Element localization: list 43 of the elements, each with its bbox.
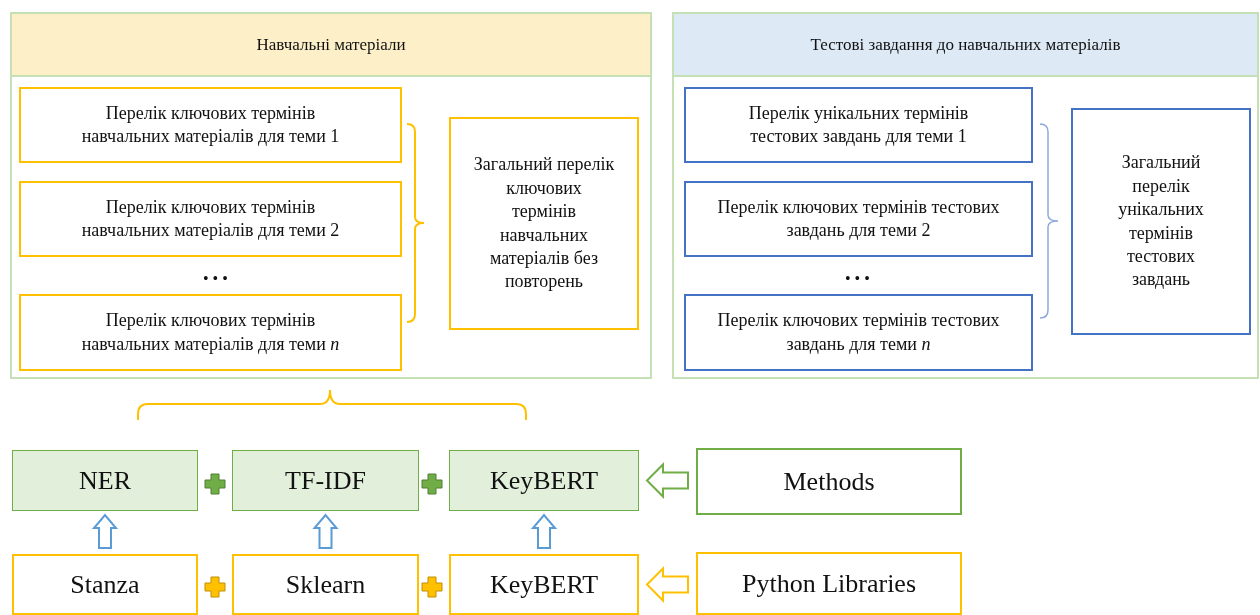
text-box (19, 87, 402, 163)
ellipsis-text: • • • (203, 270, 228, 288)
label-box (232, 450, 419, 511)
block-arrow (91, 513, 119, 549)
text-box (19, 294, 402, 371)
box-text: Загальний перелік ключових термінів навчальних матеріалів без повторень (472, 153, 616, 294)
ellipsis-text: • • • (845, 270, 870, 288)
box-text: Перелік унікальних термінів тестових завдань для теми 1 (747, 101, 970, 148)
panel-header: Навчальні матеріали (12, 14, 650, 77)
block-arrow (645, 462, 689, 499)
label-box (449, 554, 639, 615)
panel (10, 12, 652, 379)
box-text: Перелік ключових термінів тестових завдань для теми 2 (716, 195, 1001, 242)
box-text: Перелік ключових термінів тестових завдань для теми n (716, 309, 1001, 356)
block-arrow (530, 513, 558, 549)
box-text: Перелік ключових термінів навчальних матеріалів для теми 1 (80, 101, 341, 148)
box-label: Stanza (69, 568, 141, 601)
label-box (12, 450, 198, 511)
text-box (684, 294, 1033, 371)
label-box (232, 554, 419, 615)
text-box (684, 181, 1033, 257)
text-box (19, 181, 402, 257)
box-label: Sklearn (284, 568, 367, 601)
box-label: KeyBERT (488, 568, 600, 601)
label-box (696, 448, 962, 515)
box-label: Methods (782, 465, 876, 498)
box-label: TF-IDF (284, 464, 367, 497)
box-text: Загальний перелік унікальних термінів тестових завдань (1117, 151, 1205, 292)
block-arrow (312, 513, 339, 549)
panel (672, 12, 1259, 379)
text-box (1071, 108, 1251, 335)
label-box (696, 552, 962, 615)
label-box (449, 450, 639, 511)
box-text: Перелік ключових термінів навчальних матеріалів для теми 2 (80, 195, 341, 242)
block-arrow (645, 566, 689, 603)
box-label: NER (78, 464, 132, 497)
box-label: KeyBERT (488, 464, 600, 497)
text-box (684, 87, 1033, 163)
box-label: Python Libraries (741, 567, 917, 600)
panel-header: Тестові завдання до навчальних матеріалів (674, 14, 1257, 77)
text-box (449, 117, 639, 330)
label-box (12, 554, 198, 615)
box-text: Перелік ключових термінів навчальних матеріалів для теми n (80, 309, 341, 356)
